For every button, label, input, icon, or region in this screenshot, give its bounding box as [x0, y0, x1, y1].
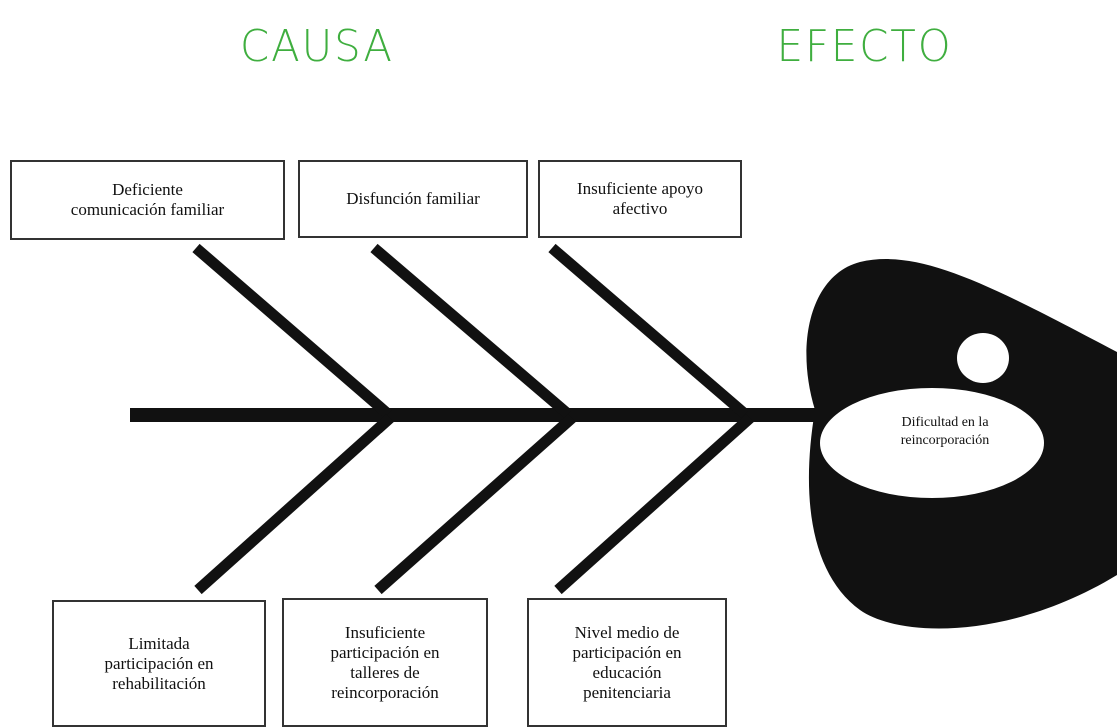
- effect-heading: EFECTO: [776, 21, 953, 72]
- bone-top-2: [370, 243, 572, 419]
- cause-text-top-3: Insuficiente apoyo afectivo: [576, 179, 704, 218]
- cause-box-bottom-2: Insuficiente participación en talleres d…: [282, 598, 488, 727]
- bone-top-3: [548, 243, 749, 419]
- effect-ellipse: [820, 388, 1044, 498]
- bone-bottom-2: [374, 413, 576, 595]
- cause-box-top-2: Disfunción familiar: [298, 160, 528, 238]
- bone-bottom-3: [554, 413, 754, 595]
- cause-box-top-3: Insuficiente apoyo afectivo: [538, 160, 742, 238]
- cause-text-top-1: Deficiente comunicación familiar: [70, 180, 225, 219]
- bone-top-1: [192, 243, 392, 419]
- bone-bottom-1: [194, 413, 394, 595]
- cause-text-bottom-1: Limitada participación en rehabilitación: [104, 633, 214, 693]
- cause-text-top-2: Disfunción familiar: [346, 189, 480, 208]
- cause-box-bottom-1: Limitada participación en rehabilitación: [52, 600, 266, 727]
- cause-box-bottom-3: Nivel medio de participación en educació…: [527, 598, 727, 727]
- cause-text-bottom-3: Nivel medio de participación en educació…: [572, 622, 682, 702]
- cause-text-bottom-2: Insuficiente participación en talleres d…: [330, 622, 440, 702]
- effect-label: Dificultad en la reincorporación: [900, 415, 990, 448]
- cause-heading: CAUSA: [240, 21, 394, 72]
- cause-box-top-1: Deficiente comunicación familiar: [10, 160, 285, 240]
- fish-eye: [957, 333, 1009, 383]
